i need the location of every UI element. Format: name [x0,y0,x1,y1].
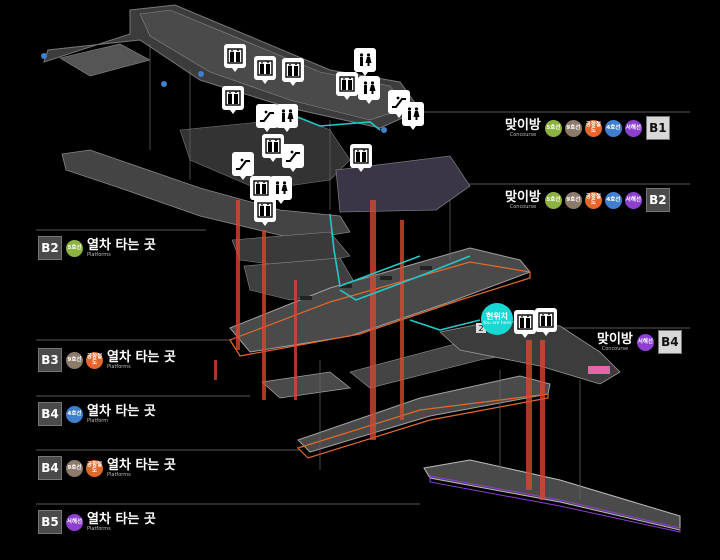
label-ko: 열차 타는 곳 [87,511,156,527]
line-badge: 공항철도 [86,351,103,369]
guide-lines [36,111,690,505]
vertical-connectors [214,200,545,500]
line-badge: 5호선 [544,191,562,209]
line-badge: 4호선 [66,405,83,423]
line-badge: 서해선 [636,333,654,351]
restroom-icon [276,104,298,132]
level-b2: B2 [38,236,62,260]
line-badge: 4호선 [604,191,622,209]
elevator-icon [282,58,304,86]
level-b3: B3 [38,348,62,372]
you-are-here-marker: 현위치 You are here [481,303,513,335]
label-en: Platforms [107,471,131,478]
label-b4-platform: B4 4호선 열차 타는 곳 Platform [38,402,156,426]
label-en: Platforms [107,363,131,370]
line-badges: 5호선 [66,239,83,257]
level-b5: B5 [38,510,62,534]
escalator-icon [232,152,254,180]
line-badge: 서해선 [624,119,642,137]
support-lines [149,44,581,500]
restroom-icon [402,102,424,130]
floor-b3-platform [229,247,531,357]
label-en: Concourse [509,203,537,210]
label-en: Platforms [87,251,111,258]
line-badges: 서해선 [636,333,654,351]
label-ko: 열차 타는 곳 [87,403,156,419]
label-en: Concourse [509,131,537,138]
restroom-icon [358,76,380,104]
line-badge: 5호선 [544,119,562,137]
line-badge: 9호선 [564,119,582,137]
label-ko: 열차 타는 곳 [107,349,176,365]
label-ko: 맞이방 [597,331,633,347]
line-badge: 9호선 [66,459,83,477]
line-badge: 서해선 [66,513,83,531]
elevator-icon [535,308,557,336]
elevator-icon [336,72,358,100]
line-badge: 공항철도 [86,459,103,477]
exit-marker: 2 [476,323,486,333]
level-b4: B4 [657,330,682,354]
elevator-icon [254,56,276,84]
line-badge: 9호선 [564,191,582,209]
elevator-icon [262,134,284,162]
escalator-icon [256,104,278,132]
exit-number: 2 [478,324,483,333]
restroom-icon [270,176,292,204]
label-en: Platform [87,417,109,424]
level-b1: B1 [645,116,670,140]
line-badges: 4호선 [66,405,83,423]
elevator-icon [254,198,276,226]
label-b4-concourse: 맞이방 Concourse 서해선 B4 [597,330,682,354]
elevator-icon [250,176,272,204]
elevator-icon [514,310,536,338]
label-ko: 열차 타는 곳 [107,457,176,473]
elevator-icon [224,44,246,72]
label-ko: 맞이방 [505,189,541,205]
line-badge: 5호선 [66,239,83,257]
line-badge: 4호선 [604,119,622,137]
label-ko: 맞이방 [505,117,541,133]
line-badge: 공항철도 [584,191,602,209]
line-badge: 9호선 [66,351,83,369]
level-b2: B2 [645,188,670,212]
escalator-icon [282,144,304,172]
label-en: Concourse [601,345,629,352]
label-b5-platform: B5 서해선 열차 타는 곳 Platforms [38,510,156,534]
floor-b5-platform [423,459,681,533]
restroom-icon [354,48,376,76]
label-en: Platforms [87,525,111,532]
line-badges: 서해선 [66,513,83,531]
label-b2-platform: B2 5호선 열차 타는 곳 Platforms [38,236,156,260]
route-path [279,109,481,331]
level-b4: B4 [38,456,62,480]
elevator-icon [222,86,244,114]
level-b4: B4 [38,402,62,426]
elevator-icon [350,144,372,172]
label-ko: 열차 타는 곳 [87,237,156,253]
you-are-here-en: You are here [482,321,512,326]
line-badge: 서해선 [624,191,642,209]
line-badge: 공항철도 [584,119,602,137]
you-are-here-ko: 현위치 [485,312,509,321]
